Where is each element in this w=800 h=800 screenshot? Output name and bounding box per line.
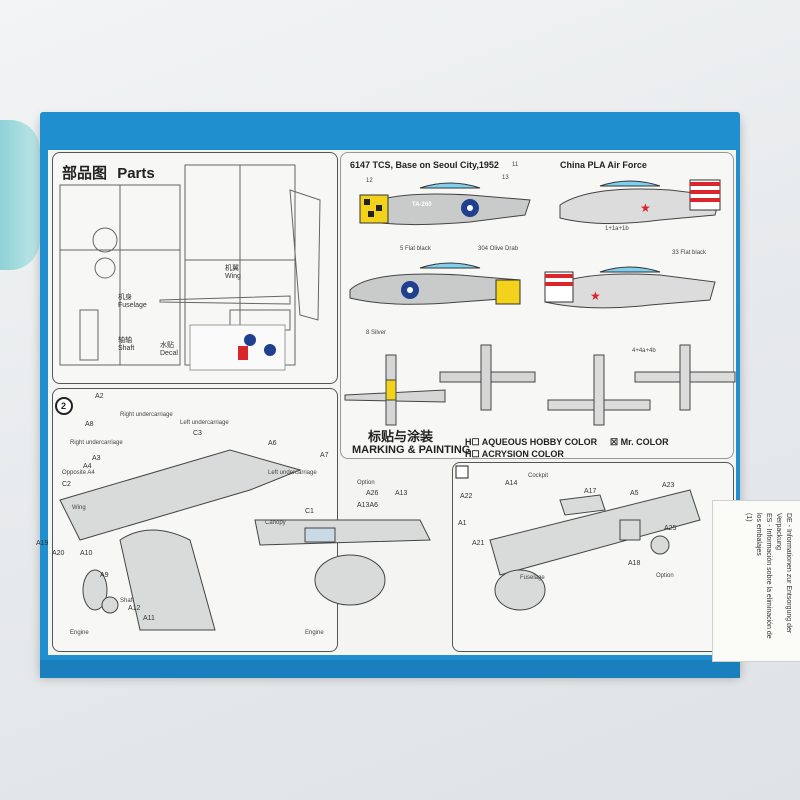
callout-olivedrab: 304 Olive Drab [478,246,519,252]
part-a10: A10 [80,550,93,557]
decal-roundel [244,334,256,346]
parts-title: 部品图 Parts [62,165,155,182]
fuselage-label: 机身 Fuselage [118,294,147,309]
plane-scheme2: ★ [559,179,721,225]
part-a13: A13 [395,490,408,497]
disposal-sticker: DE - Informationen zur Entsorgung der Ve… [712,500,800,662]
step2-engine-label: Engine [70,630,89,636]
marking-heading-cn: 标贴与涂装 [368,429,434,444]
part-a4: A4 [83,463,92,470]
decal-stripes [238,346,248,360]
part-a18: A18 [628,560,641,567]
step2-option-label: Option [357,480,375,486]
callout-1plus: 1+1a+1b [605,226,629,232]
part-a13a6: A13A6 [357,502,379,509]
opposite-label: Opposite A4 [62,470,95,476]
plane-scheme1-b [349,262,521,305]
right-uc-label: Right undercarriage [120,412,173,418]
part-a3: A3 [92,455,101,462]
marking-heading-en: MARKING & PAINTING [352,444,471,456]
step2-assembly [59,449,431,631]
part-a14: A14 [505,480,518,487]
plane-topviews [344,344,736,426]
step2-num: 2 [61,401,67,411]
step1-badge [455,465,469,479]
sprue-drawing [59,164,321,366]
callout-11: 11 [512,162,519,168]
part-c1: C1 [305,508,314,515]
step1-assembly [489,489,701,611]
left-uc-label2: Left undercarriage [268,470,317,476]
box-edge [40,660,740,678]
part-a19: A19 [36,540,49,547]
part-a20: A20 [52,550,65,557]
legend-acrysion: H☐ ACRYSION COLOR [465,449,564,459]
legend-mrcolor: ☒ Mr. COLOR [610,437,669,447]
cockpit-label: Cockpit [528,473,549,479]
part-a26: A26 [366,490,379,497]
callout-12: 12 [366,178,373,184]
part-c3: C3 [193,430,202,437]
callout-flatblack: 5 Flat black [400,246,431,252]
part-a2: A2 [95,393,104,400]
wing-label: 机翼 Wing [225,265,241,280]
part-a11: A11 [143,615,155,622]
decal-label: 水贴 Decal [160,342,178,357]
part-a8: A8 [85,421,94,428]
teal-object [0,120,40,270]
step2-engine2-label: Engine [305,630,324,636]
svg-text:★: ★ [590,289,601,303]
part-a5: A5 [630,490,639,497]
callout-4plus: 4+4a+4b [632,348,656,354]
plane-scheme1 [359,182,531,226]
shaft-label: 轴轴 Shaft [118,337,135,352]
step1-option-label: Option [656,573,674,579]
sticker-text: DE - Informationen zur Entsorgung der Ve… [745,513,792,639]
plane-code: TA-260 [412,202,432,208]
scheme2-title: China PLA Air Force [560,160,647,170]
step2-badge [55,397,73,415]
part-a12: A12 [128,605,141,612]
callout-silver: 8 Silver [366,330,387,336]
legend-aqueous: H☐ AQUEOUS HOBBY COLOR [465,437,598,447]
part-a7: A7 [320,452,329,459]
part-a1: A1 [458,520,467,527]
part-a23: A23 [662,482,675,489]
plane-scheme2-b: ★ [544,266,716,309]
left-uc-label: Left undercarriage [180,420,229,426]
scheme1-title: 6147 TCS, Base on Seoul City,1952 [350,160,499,170]
part-a22: A22 [460,493,473,500]
canopy-label: Canopy [265,520,286,526]
step2-shaft-label: Shaft [120,598,135,604]
part-a25: A25 [664,525,677,532]
part-c2: C2 [62,481,71,488]
part-a21: A21 [472,540,485,547]
right-uc-label2: Right undercarriage [70,440,123,446]
callout-13: 13 [502,175,509,181]
svg-text:★: ★ [640,201,651,215]
callout-flatblack2: 33 Flat black [672,250,707,256]
step2-wing-label: Wing [72,505,86,511]
step1-fuselage-label: Fuselage [520,575,545,581]
part-a6: A6 [268,440,277,447]
part-a17: A17 [584,488,597,495]
part-a9: A9 [100,572,109,579]
